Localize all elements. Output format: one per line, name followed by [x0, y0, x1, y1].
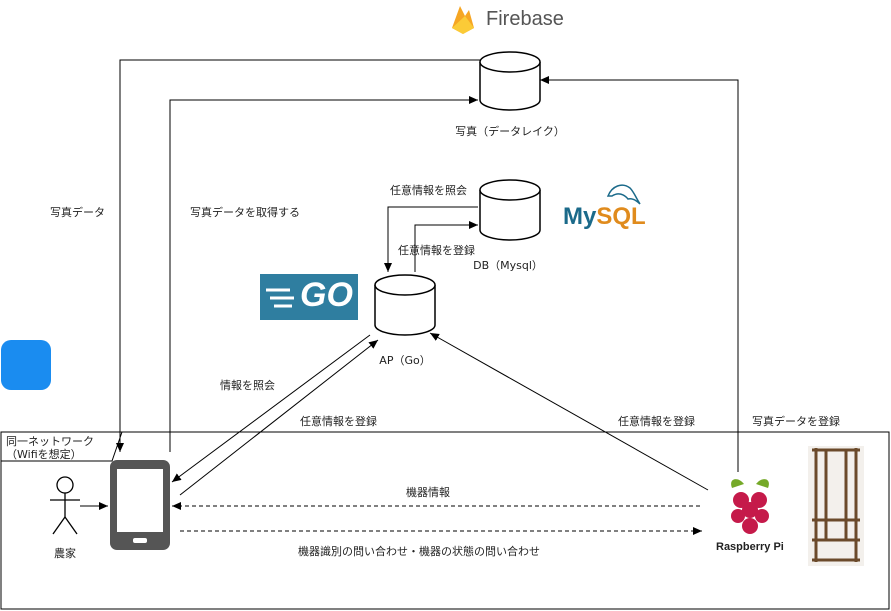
edge-register-optional-info-db — [414, 221, 478, 272]
edge-label-register-optional-info-phone: 任意情報を登録 — [300, 415, 377, 428]
raspberry-pi-icon — [731, 479, 769, 534]
edge-rpi-to-photo — [540, 76, 739, 472]
network-label-line1: 同一ネットワーク — [6, 435, 94, 448]
mysql-logo-text: MySQL — [563, 203, 646, 231]
edge-label-device-info: 機器情報 — [406, 486, 450, 499]
firebase-logo-text: Firebase — [486, 8, 564, 30]
edge-label-register-optional-info-rpi: 任意情報を登録 — [618, 415, 695, 428]
ap-cylinder — [374, 274, 436, 336]
edge-label-get-photo-data: 写真データを取得する — [190, 206, 300, 219]
farmer-label: 農家 — [54, 547, 76, 560]
farmer-icon — [50, 476, 80, 535]
mysql-logo-my: My — [563, 203, 597, 230]
raspberry-pi-label: Raspberry Pi — [716, 541, 784, 553]
mysql-dolphin-icon — [606, 184, 641, 205]
network-label-line2: （Wifiを想定） — [6, 448, 82, 461]
go-logo — [260, 274, 358, 320]
edge-phone-get-photo — [169, 96, 478, 452]
edge-label-register-optional-info-db: 任意情報を登録 — [398, 244, 475, 257]
edge-query-optional-info — [384, 206, 478, 272]
edge-rpi-to-ap — [429, 332, 709, 491]
go-speed-lines-icon — [266, 288, 294, 308]
go-logo-text: GO — [300, 276, 353, 314]
wifi-badge — [1, 340, 51, 390]
network-boundary — [0, 431, 890, 610]
device-frame-icon — [808, 446, 864, 566]
edges — [80, 59, 739, 535]
photo-db-label: 写真（データレイク） — [455, 125, 565, 138]
edge-label-device-query: 機器識別の問い合わせ・機器の状態の問い合わせ — [298, 545, 540, 558]
firebase-flame-icon — [452, 6, 474, 34]
edge-ap-to-phone — [171, 334, 371, 483]
smartphone-icon — [110, 460, 170, 550]
edge-label-register-photo-data: 写真データを登録 — [752, 415, 840, 428]
edge-phone-to-ap — [179, 339, 379, 496]
edge-label-query-info: 情報を照会 — [220, 379, 275, 392]
mysql-db-cylinder — [479, 179, 541, 241]
edge-label-photo-data: 写真データ — [50, 206, 105, 219]
ap-label: AP（Go） — [379, 354, 431, 367]
mysql-logo-sql: SQL — [596, 203, 646, 230]
edge-label-query-optional-info: 任意情報を照会 — [390, 184, 467, 197]
edge-photo-to-phone — [116, 59, 480, 452]
mysql-db-label: DB（Mysql） — [473, 259, 543, 272]
photo-db-cylinder — [479, 51, 541, 111]
